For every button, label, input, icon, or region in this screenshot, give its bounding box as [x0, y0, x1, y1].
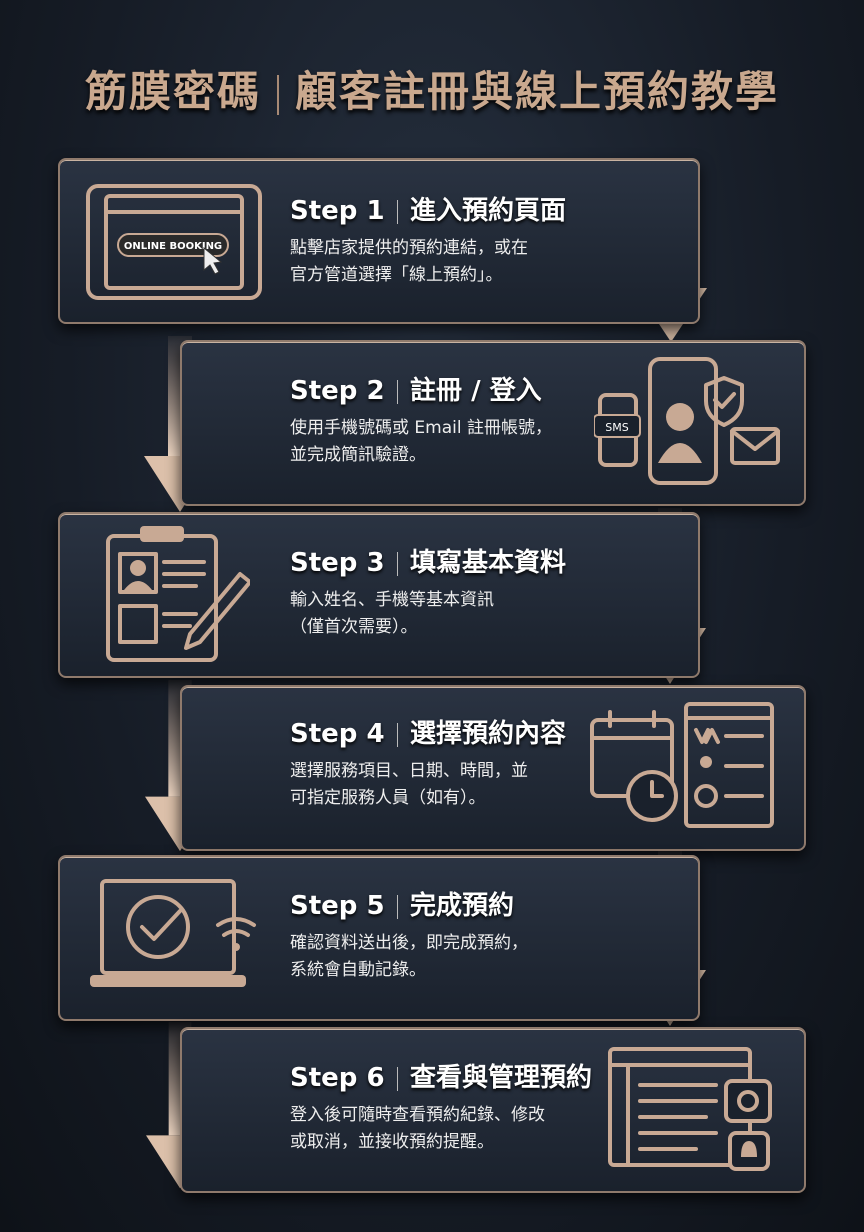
- desc-line: 或取消，並接收預約提醒。: [290, 1132, 494, 1152]
- step-heading: 註冊 / 登入: [410, 376, 542, 406]
- browser-booking-icon: ONLINE BOOKING: [86, 184, 262, 300]
- step-title: Step 2 註冊 / 登入: [290, 370, 600, 407]
- divider: [396, 379, 399, 404]
- step-title: Step 1 進入預約頁面: [290, 190, 600, 227]
- desc-line: 可指定服務人員（如有）。: [290, 788, 486, 808]
- clipboard-form-icon: [106, 526, 250, 662]
- desc-line: （僅首次需要）。: [290, 617, 418, 637]
- step-heading: 查看與管理預約: [410, 1063, 593, 1093]
- desc-line: 選擇服務項目、日期、時間，並: [290, 761, 528, 781]
- page-title: 筋膜密碼顧客註冊與線上預約教學: [0, 58, 864, 119]
- step-text-2: Step 2 註冊 / 登入使用手機號碼或 Email 註冊帳號， 並完成簡訊驗證。: [290, 370, 600, 469]
- desc-line: 官方管道選擇「線上預約」。: [290, 265, 503, 285]
- step-text-6: Step 6 查看與管理預約登入後可隨時查看預約紀錄、修改或取消，並接收預約提醒。: [290, 1057, 600, 1156]
- step-number: Step 4: [290, 719, 385, 749]
- divider: [396, 551, 399, 576]
- divider: [396, 199, 399, 224]
- step-number: Step 3: [290, 548, 385, 578]
- step-number: Step 5: [290, 891, 385, 921]
- step-text-1: Step 1 進入預約頁面點擊店家提供的預約連結，或在官方管道選擇「線上預約」。: [290, 190, 600, 289]
- title-main: 顧客註冊與線上預約教學: [295, 67, 780, 116]
- step-card-4: [180, 685, 806, 851]
- step-title: Step 5 完成預約: [290, 885, 600, 922]
- step-heading: 完成預約: [410, 891, 515, 921]
- step-number: Step 2: [290, 376, 385, 406]
- title-divider: [277, 74, 279, 115]
- divider: [396, 894, 399, 919]
- step-title: Step 6 查看與管理預約: [290, 1057, 600, 1094]
- desc-line: 並完成簡訊驗證。: [290, 445, 426, 465]
- step-text-3: Step 3 填寫基本資料輸入姓名、手機等基本資訊 （僅首次需要）。: [290, 542, 600, 641]
- divider: [396, 722, 399, 747]
- step-heading: 填寫基本資料: [410, 548, 567, 578]
- step-title: Step 3 填寫基本資料: [290, 542, 600, 579]
- dashboard-settings-icon: [608, 1047, 772, 1171]
- step-heading: 選擇預約內容: [410, 719, 567, 749]
- step-number: Step 6: [290, 1063, 385, 1093]
- calendar-service-icon: [590, 702, 774, 828]
- desc-line: 點擊店家提供的預約連結，或在: [290, 238, 528, 258]
- desc-line: 使用手機號碼或 Email 註冊帳號，: [290, 418, 552, 438]
- step-desc: 使用手機號碼或 Email 註冊帳號， 並完成簡訊驗證。: [290, 415, 600, 469]
- step-heading: 進入預約頁面: [410, 196, 567, 226]
- phone-sms-shield-icon: SMS: [594, 357, 780, 485]
- desc-line: 確認資料送出後，即完成預約，: [290, 933, 528, 953]
- step-text-5: Step 5 完成預約確認資料送出後，即完成預約， 系統會自動記錄。: [290, 885, 600, 984]
- step-desc: 確認資料送出後，即完成預約， 系統會自動記錄。: [290, 930, 600, 984]
- step-card-2: [180, 340, 806, 506]
- desc-line: 登入後可隨時查看預約紀錄、修改: [290, 1105, 545, 1125]
- step-desc: 登入後可隨時查看預約紀錄、修改或取消，並接收預約提醒。: [290, 1102, 600, 1156]
- step-desc: 點擊店家提供的預約連結，或在官方管道選擇「線上預約」。: [290, 235, 600, 289]
- desc-line: 輸入姓名、手機等基本資訊: [290, 590, 494, 610]
- step-desc: 選擇服務項目、日期、時間，並可指定服務人員（如有）。: [290, 758, 600, 812]
- laptop-check-icon: [90, 879, 256, 987]
- desc-line: 系統會自動記錄。: [290, 960, 426, 980]
- icon-label: ONLINE BOOKING: [124, 241, 222, 252]
- step-text-4: Step 4 選擇預約內容選擇服務項目、日期、時間，並可指定服務人員（如有）。: [290, 713, 600, 812]
- divider: [396, 1066, 399, 1091]
- icon-label: SMS: [605, 421, 628, 434]
- step-desc: 輸入姓名、手機等基本資訊 （僅首次需要）。: [290, 587, 600, 641]
- step-number: Step 1: [290, 196, 385, 226]
- brand-name: 筋膜密碼: [84, 67, 261, 116]
- step-title: Step 4 選擇預約內容: [290, 713, 600, 750]
